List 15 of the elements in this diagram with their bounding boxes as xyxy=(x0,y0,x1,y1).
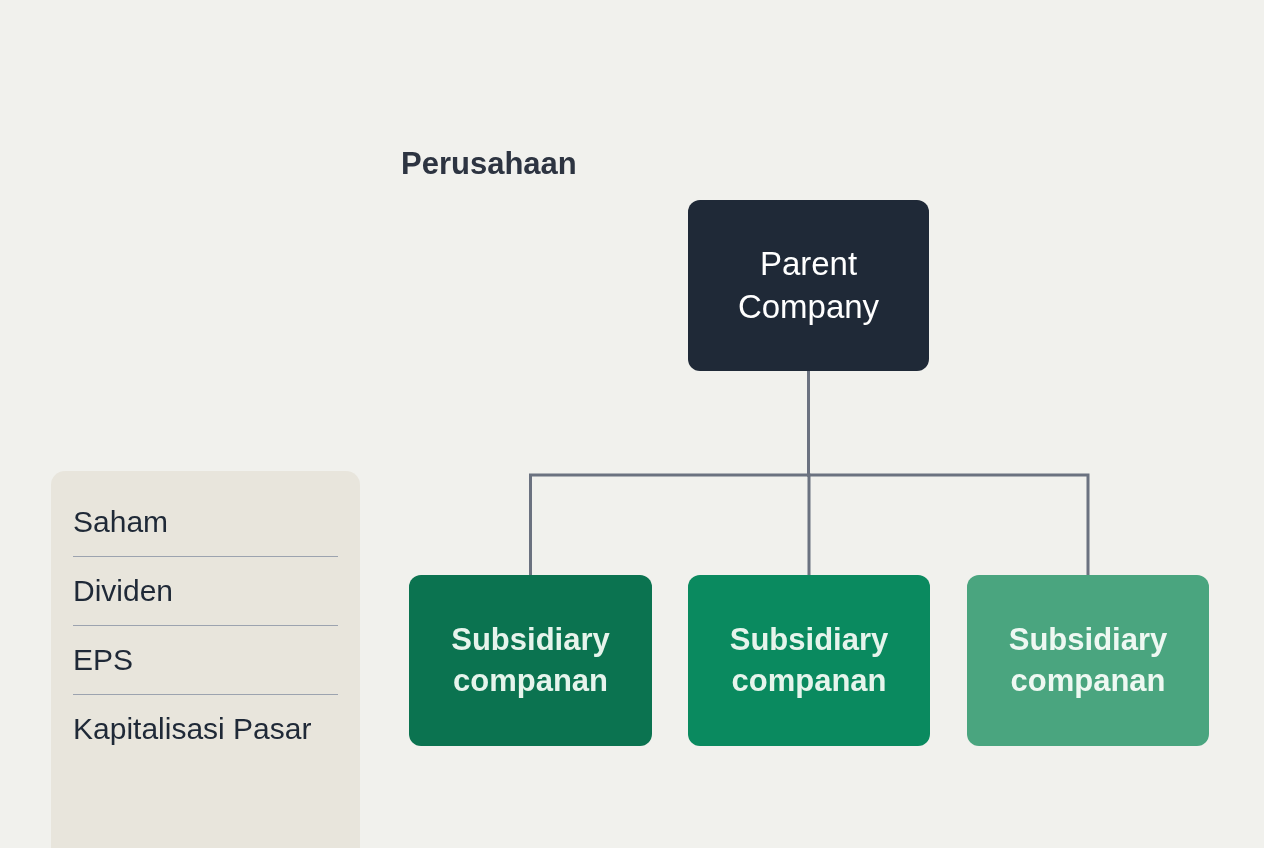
box-label: Subsidiary companan xyxy=(1007,621,1169,700)
box-label: Subsidiary companan xyxy=(450,621,611,700)
term-label: Kapitalisasi Pasar xyxy=(73,711,313,747)
box-label: Parent Company xyxy=(736,243,881,327)
diagram-title: Perusahaan xyxy=(401,146,577,182)
subsidiary-box xyxy=(688,575,930,746)
subsidiary-box xyxy=(409,575,652,746)
term-label: EPS xyxy=(73,626,338,695)
box-label: Subsidiary companan xyxy=(728,621,890,700)
term-label: Saham xyxy=(73,488,338,557)
term-list-panel xyxy=(51,471,360,848)
connector-line xyxy=(807,371,1090,575)
term-label: Dividen xyxy=(73,557,338,626)
subsidiary-box xyxy=(967,575,1209,746)
parent-box xyxy=(688,200,929,371)
